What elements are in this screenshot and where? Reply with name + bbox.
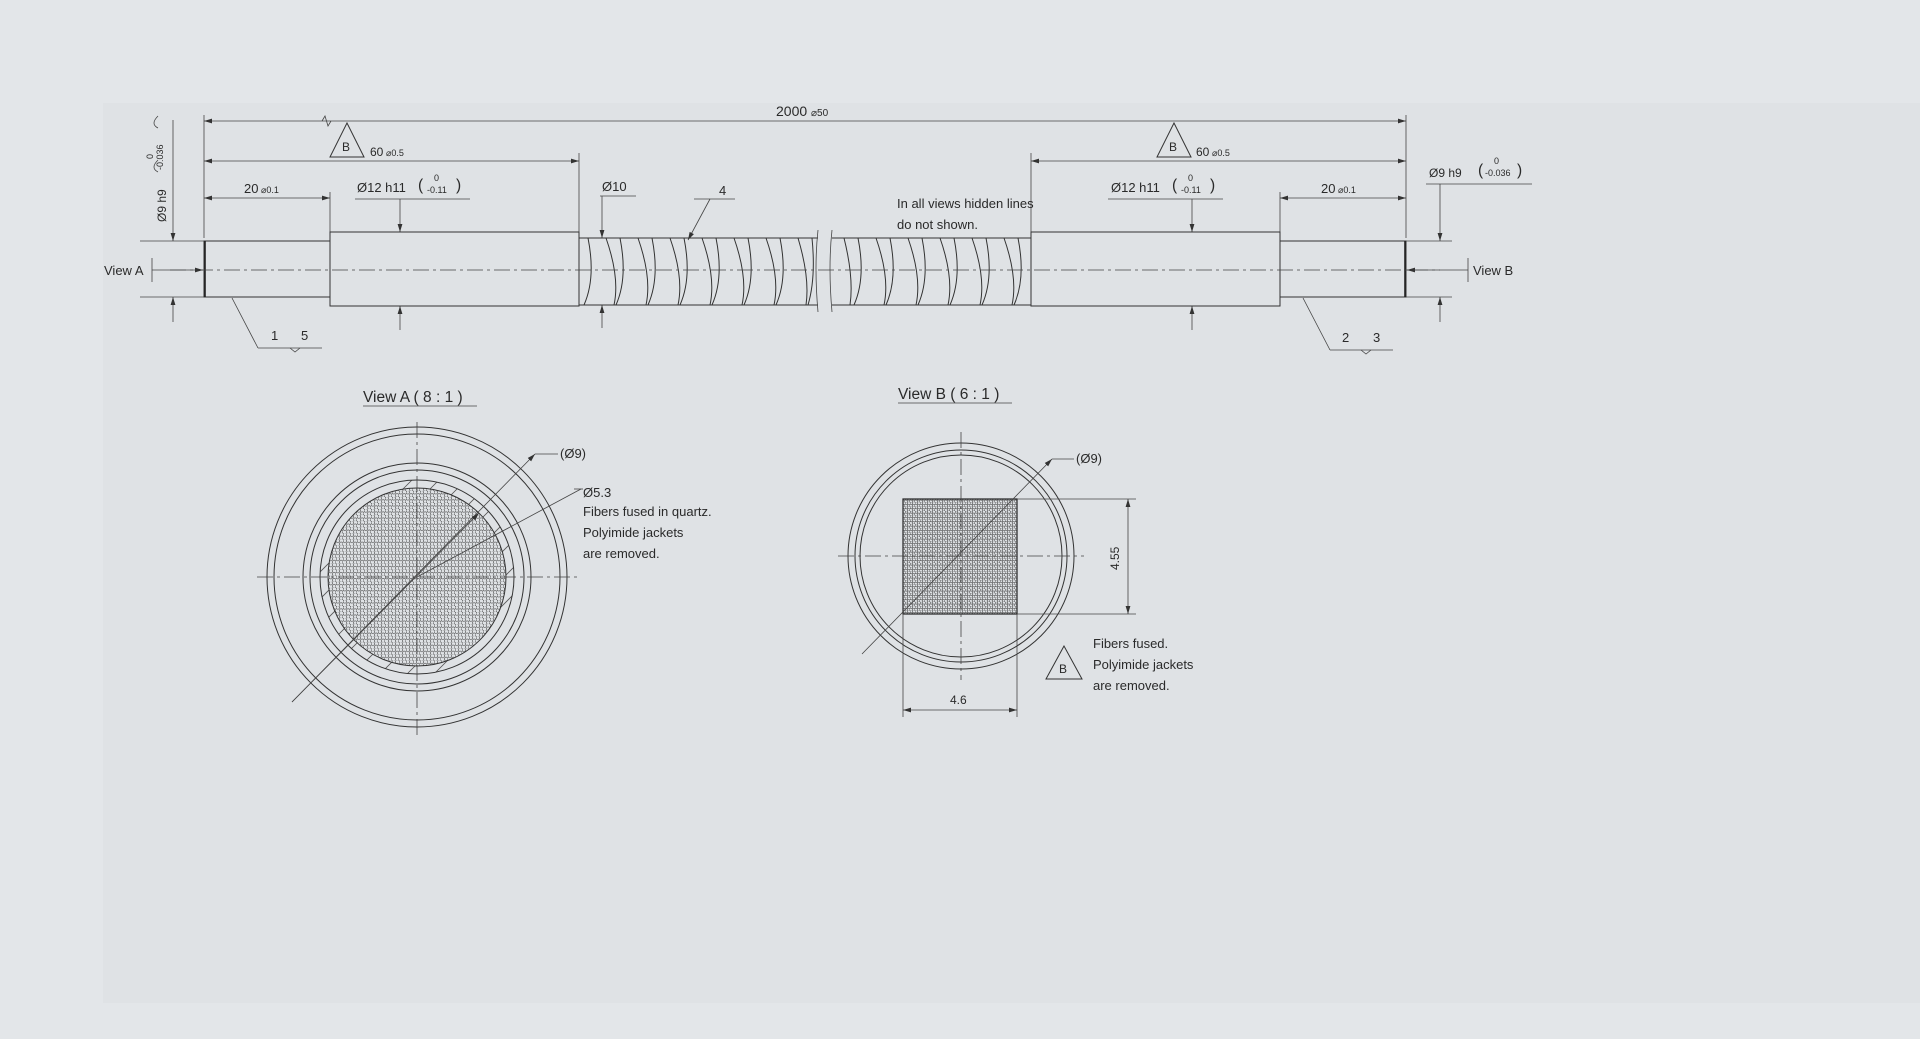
right-ferrule-diameter: Ø12 h11 xyxy=(1111,180,1160,195)
svg-text:): ) xyxy=(1210,177,1215,194)
item-2-label: 2 xyxy=(1342,330,1349,345)
hose-spiral-left xyxy=(583,237,814,306)
left-ferrule-tol-lower: -0.11 xyxy=(427,185,447,195)
b-marker-left: B xyxy=(342,140,350,154)
left-tip-length-tol: ⌀0.1 xyxy=(261,185,279,195)
view-b-b-marker-triangle xyxy=(1045,644,1083,680)
hose-spiral-right xyxy=(843,237,1022,306)
item-4-label: 4 xyxy=(719,183,726,198)
right-length-60-dimension: B 60 ⌀0.5 xyxy=(1030,121,1406,232)
view-a-indicator: View A xyxy=(104,258,203,282)
view-a-bundle-diameter: Ø5.3 xyxy=(583,485,611,500)
left-ferrule-tol-upper: 0 xyxy=(434,173,439,183)
left-length-60-dimension: B 60 ⌀0.5 xyxy=(204,121,580,232)
overall-length-label: 2000 xyxy=(776,103,807,119)
right-tip-tol-lower: -0.036 xyxy=(1485,168,1511,178)
break-lines xyxy=(815,229,833,313)
view-b-indicator: View B xyxy=(1407,258,1513,282)
left-tip xyxy=(203,240,331,305)
left-tip-length: 20 xyxy=(244,181,258,196)
left-tip-diameter: Ø9 h9 xyxy=(155,189,169,222)
view-b-height: 4.55 xyxy=(1108,546,1122,570)
view-b-b-marker: B xyxy=(1059,662,1067,676)
view-b-note-line-1: Fibers fused. xyxy=(1093,636,1168,651)
view-a-title: View A ( 8 : 1 ) xyxy=(363,389,463,406)
right-tip-tol-upper: 0 xyxy=(1494,156,1499,166)
svg-text:(: ( xyxy=(418,177,424,194)
length-60-left: 60 xyxy=(370,145,384,159)
left-ferrule-diameter-dimension: Ø12 h11 ( 0 -0.11 ) xyxy=(355,173,470,330)
armored-hose xyxy=(579,229,1031,313)
right-tip xyxy=(1279,240,1407,298)
right-ferrule-diameter-dimension: Ø12 h11 ( 0 -0.11 ) xyxy=(1108,173,1223,330)
right-tip-length-tol: ⌀0.1 xyxy=(1338,185,1356,195)
left-tip-length-dimension: 20 ⌀0.1 xyxy=(204,181,331,232)
view-b-note-line-2: Polyimide jackets xyxy=(1093,657,1194,672)
svg-text:): ) xyxy=(456,177,461,194)
view-b-ref-leader xyxy=(861,458,1053,655)
right-tip-length-dimension: 20 ⌀0.1 xyxy=(1279,181,1406,238)
b-marker-right: B xyxy=(1169,140,1177,154)
b-marker-triangle-right xyxy=(1156,121,1192,158)
view-b-fiber-square xyxy=(902,498,1018,615)
view-a-section: View A ( 8 : 1 ) (Ø9) Ø5.3 Fibers fused … xyxy=(257,389,712,736)
assembly-view: 2000 ⌀50 B 60 ⌀0.5 B 60 ⌀0.5 Ø9 h9 xyxy=(104,103,1532,355)
length-60-left-tol: ⌀0.5 xyxy=(386,148,404,158)
view-a-ref-diameter: (Ø9) xyxy=(560,446,586,461)
hidden-lines-note-line-1: In all views hidden lines xyxy=(897,196,1034,211)
right-tip-diameter-dimension: Ø9 h9 ( 0 -0.036 ) xyxy=(1404,156,1532,322)
view-b-section: View B ( 6 : 1 ) (Ø9) 4.55 4.6 B Fibers … xyxy=(838,386,1194,717)
view-b-ref-diameter: (Ø9) xyxy=(1076,451,1102,466)
item-5-label: 5 xyxy=(301,328,308,343)
right-tip-length: 20 xyxy=(1321,181,1335,196)
left-tip-tol-upper: 0 xyxy=(145,154,155,159)
item-1-label: 1 xyxy=(271,328,278,343)
items-2-3-callout: 2 3 xyxy=(1302,297,1393,355)
b-marker-triangle-left xyxy=(329,121,365,158)
left-tip-diameter-dimension: Ø9 h9 0 -0.036 xyxy=(140,115,206,322)
length-60-right-tol: ⌀0.5 xyxy=(1212,148,1230,158)
view-b-title: View B ( 6 : 1 ) xyxy=(898,386,999,403)
overall-length-dimension: 2000 ⌀50 xyxy=(203,103,1407,238)
right-ferrule-tol-upper: 0 xyxy=(1188,173,1193,183)
svg-text:(: ( xyxy=(1172,177,1178,194)
left-ferrule xyxy=(329,231,580,307)
left-tip-tol-lower: -0.036 xyxy=(155,144,165,170)
right-ferrule-tol-lower: -0.11 xyxy=(1181,185,1201,195)
view-b-note-line-3: are removed. xyxy=(1093,678,1170,693)
right-tip-diameter: Ø9 h9 xyxy=(1429,166,1462,180)
svg-text:(: ( xyxy=(1478,162,1484,179)
view-b-arrow-label: View B xyxy=(1473,263,1513,278)
length-60-right: 60 xyxy=(1196,145,1210,159)
hose-diameter-dimension: Ø10 xyxy=(599,179,636,328)
view-a-note-line-1: Fibers fused in quartz. xyxy=(583,504,712,519)
left-ferrule-diameter: Ø12 h11 xyxy=(357,180,406,195)
right-ferrule xyxy=(1030,231,1281,307)
view-a-note-line-3: are removed. xyxy=(583,546,660,561)
overall-length-tolerance: ⌀50 xyxy=(811,108,829,119)
item-4-callout: 4 xyxy=(687,183,735,241)
view-b-width: 4.6 xyxy=(950,693,967,707)
view-a-arrow-label: View A xyxy=(104,263,144,278)
hidden-lines-note-line-2: do not shown. xyxy=(897,217,978,232)
view-a-note-line-2: Polyimide jackets xyxy=(583,525,684,540)
svg-text:): ) xyxy=(1517,162,1522,179)
items-1-5-callout: 1 5 xyxy=(231,297,322,353)
view-a-bundle-leader xyxy=(416,488,582,578)
item-3-label: 3 xyxy=(1373,330,1380,345)
hose-diameter: Ø10 xyxy=(602,179,627,194)
